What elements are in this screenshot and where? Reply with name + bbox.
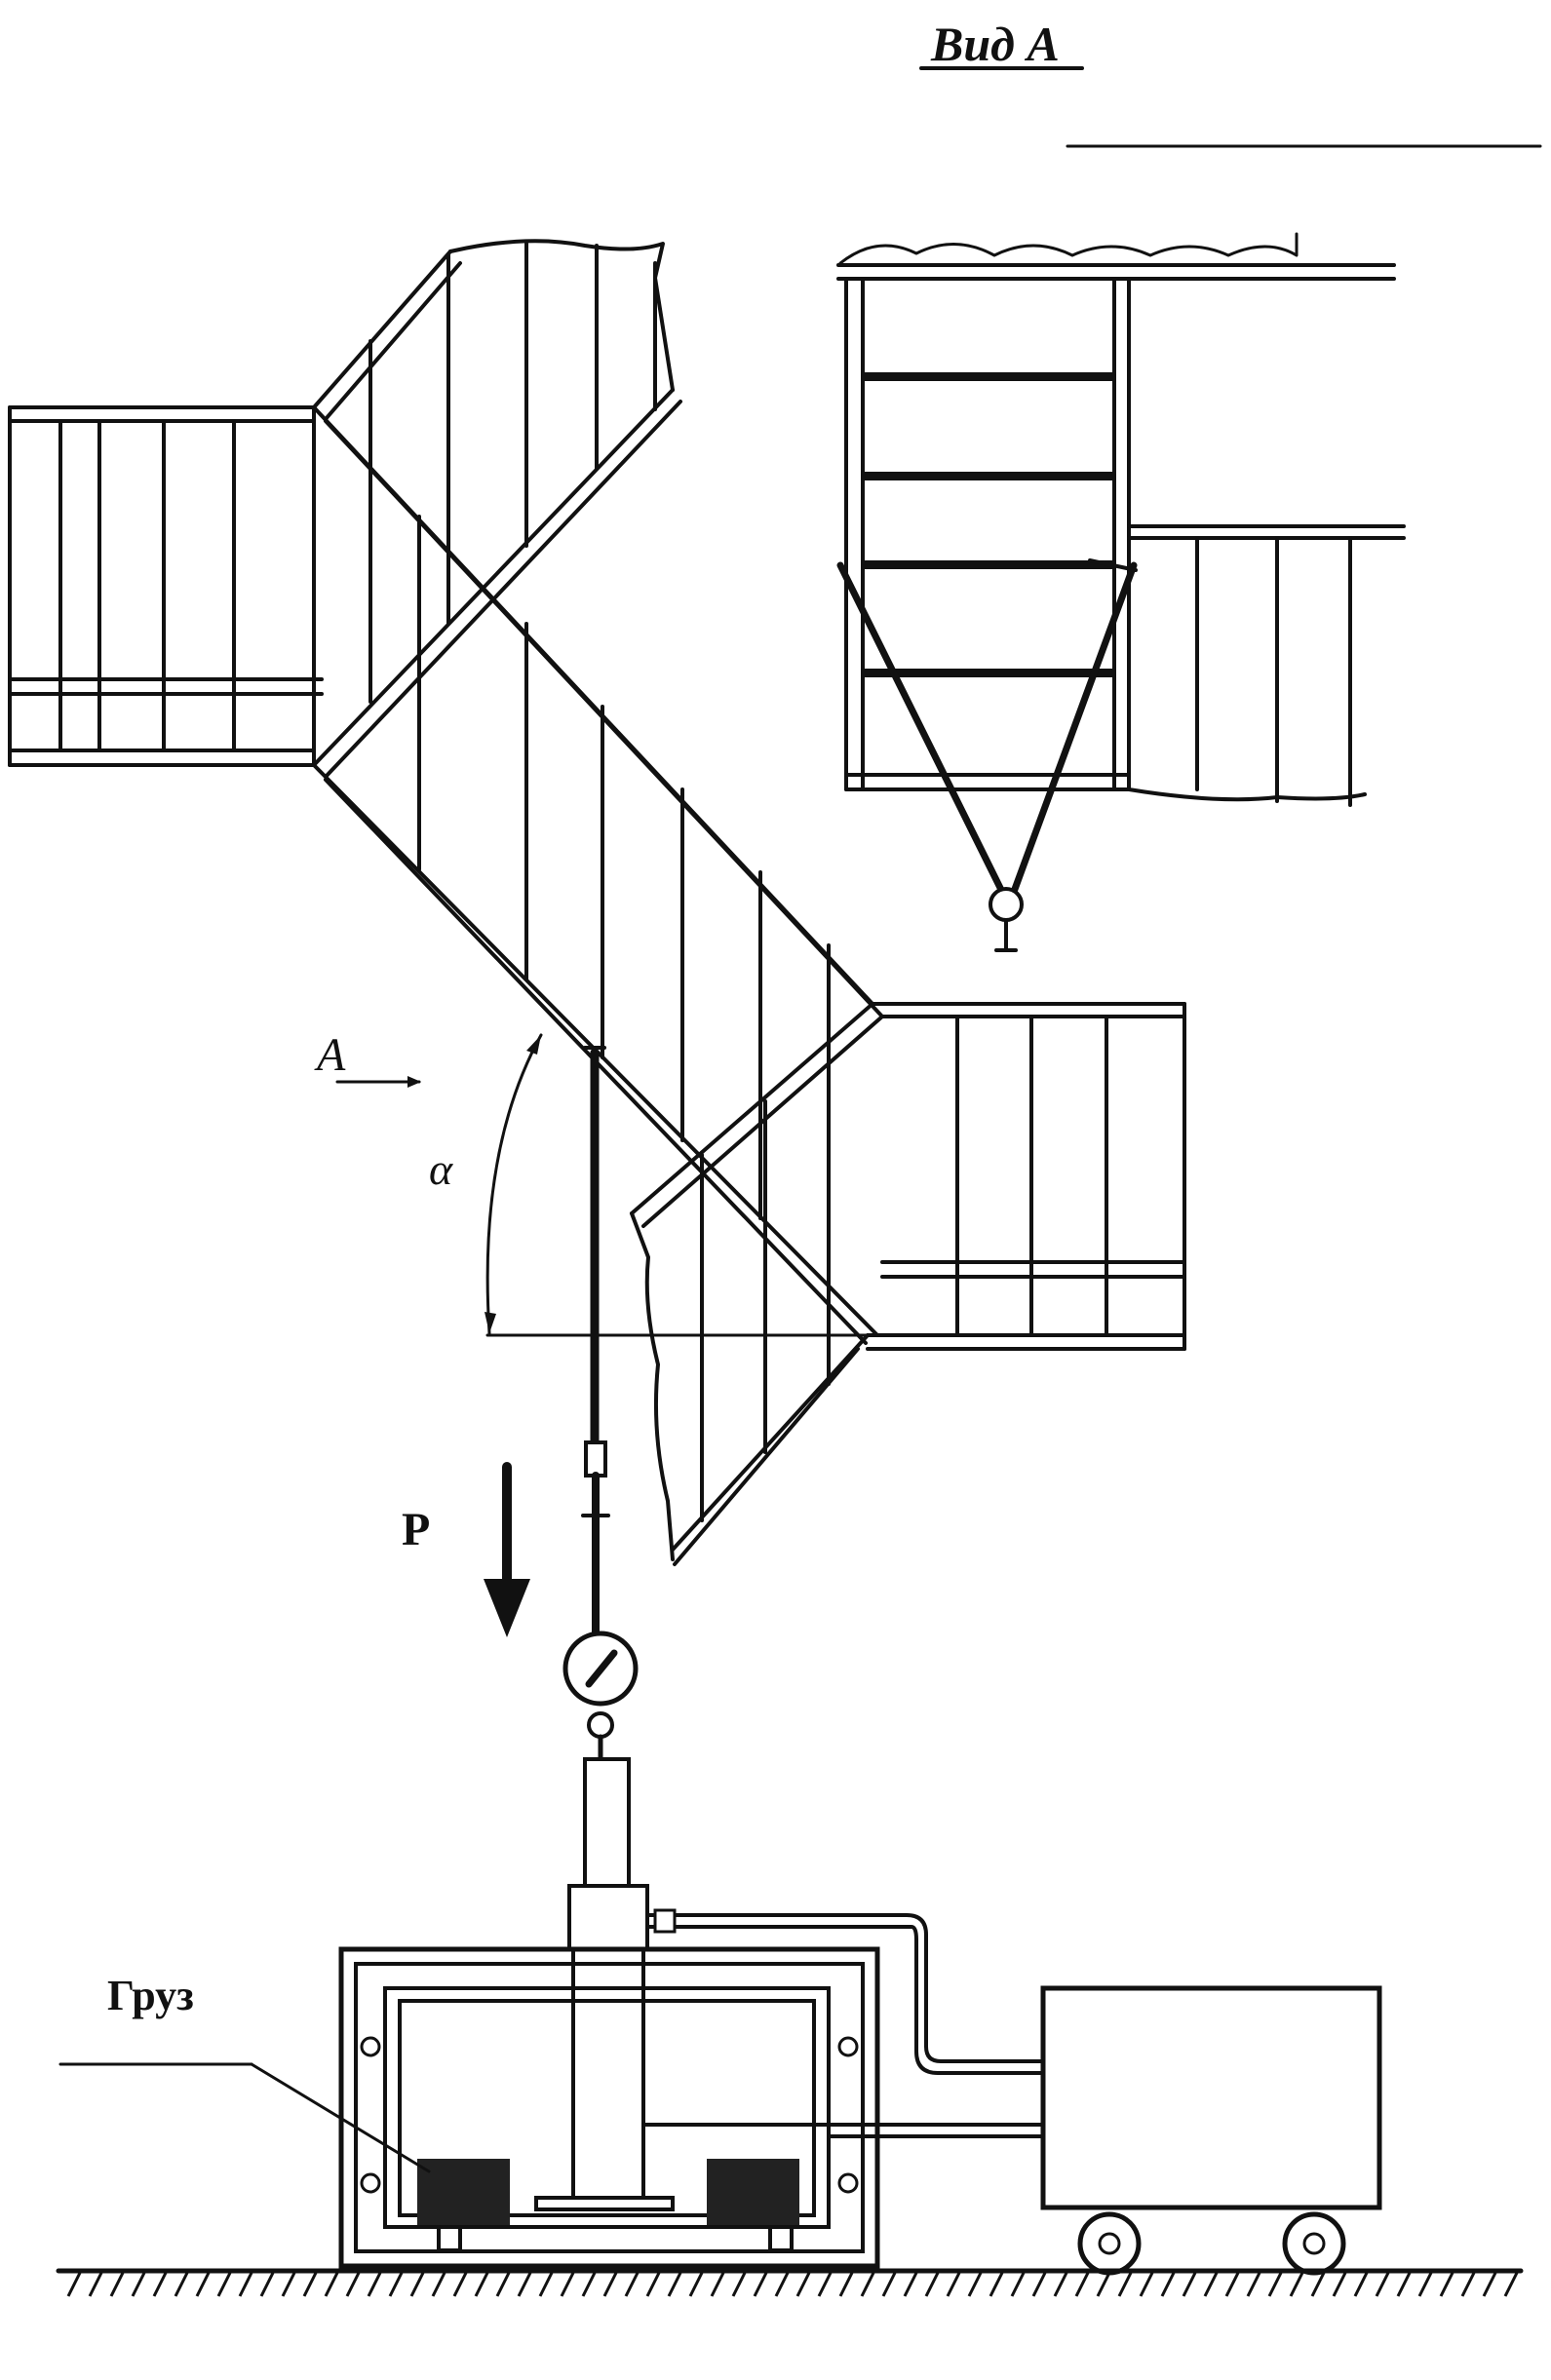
ground-hatch-line xyxy=(795,2272,811,2297)
ground-hatch-line xyxy=(152,2272,168,2297)
sling xyxy=(836,558,1138,952)
view-a-detail xyxy=(836,232,1406,952)
ground-hatch-line xyxy=(109,2272,125,2297)
angle-annotation: α xyxy=(429,1033,870,1337)
ground-hatch-line xyxy=(602,2272,618,2297)
force-label: P xyxy=(402,1504,430,1555)
down-arrow-icon xyxy=(484,1579,530,1637)
ground-hatch-line xyxy=(753,2272,768,2297)
ground-hatch-line xyxy=(860,2272,875,2297)
ground-hatch-line xyxy=(774,2272,790,2297)
ground-hatch-line xyxy=(66,2272,82,2297)
ground-hatch-line xyxy=(1203,2272,1219,2297)
ground-hatch-line xyxy=(388,2272,404,2297)
pump-unit xyxy=(1040,1985,1382,2210)
ground-hatch-line xyxy=(1396,2272,1412,2297)
ground-hatch-line xyxy=(838,2272,854,2297)
ground-hatch-line xyxy=(216,2272,232,2297)
view-a-marker: А xyxy=(314,1029,421,1088)
cable-coupling xyxy=(584,1440,607,1478)
ground-hatch-line xyxy=(710,2272,725,2297)
ground xyxy=(56,2268,1524,2297)
ground-hatch-line xyxy=(903,2272,918,2297)
load-weight-left xyxy=(417,2159,510,2225)
ground-hatch-line xyxy=(1417,2272,1433,2297)
ground-hatch-line xyxy=(88,2272,103,2297)
ground-hatch-line xyxy=(409,2272,425,2297)
ground-hatch-line xyxy=(195,2272,211,2297)
ground-hatch-line xyxy=(1375,2272,1390,2297)
ground-hatch-line xyxy=(967,2272,983,2297)
ground-hatch-line xyxy=(1160,2272,1176,2297)
ground-hatch-line xyxy=(1182,2272,1197,2297)
ground-hatch-line xyxy=(946,2272,961,2297)
staircase xyxy=(8,239,1186,1566)
ground-hatch-line xyxy=(624,2272,640,2297)
view-marker-label: А xyxy=(314,1029,346,1081)
ground-hatch-line xyxy=(431,2272,446,2297)
ground-hatch-line xyxy=(302,2272,318,2297)
ground-hatch-line xyxy=(1460,2272,1476,2297)
ground-hatch-line xyxy=(989,2272,1004,2297)
ground-hatch-line xyxy=(452,2272,468,2297)
ground-hatch-line xyxy=(174,2272,189,2297)
ground-hatch-line xyxy=(817,2272,833,2297)
test-cable-assembly xyxy=(562,1046,639,1762)
hydraulic-cylinder xyxy=(583,1757,631,1893)
upper-flight xyxy=(312,239,682,779)
ground-hatch-line xyxy=(538,2272,554,2297)
load-label: Груз xyxy=(107,1972,194,2019)
lower-flight xyxy=(630,1002,884,1566)
ground-hatch-line xyxy=(259,2272,275,2297)
ground-hatch-line xyxy=(474,2272,489,2297)
ground-hatch-line xyxy=(1289,2272,1304,2297)
view-a-title-group: Вид А xyxy=(919,17,1542,148)
ground-hatch-line xyxy=(281,2272,296,2297)
ground-hatch-line xyxy=(688,2272,704,2297)
sling-ring xyxy=(989,887,1024,922)
ground-hatch-line xyxy=(1139,2272,1154,2297)
ground-hatch-line xyxy=(324,2272,339,2297)
ground-hatch-line xyxy=(1096,2272,1111,2297)
ground-hatch-line xyxy=(495,2272,511,2297)
pump-station xyxy=(645,1908,1382,2276)
ground-hatch-line xyxy=(731,2272,747,2297)
loading-frame xyxy=(338,1757,880,2269)
ground-hatch-line xyxy=(1482,2272,1497,2297)
view-a-title: Вид А xyxy=(930,17,1060,71)
cylinder-base xyxy=(567,1884,649,1951)
ground-hatch-line xyxy=(1224,2272,1240,2297)
ground-hatch-line xyxy=(881,2272,897,2297)
ground-hatch-line xyxy=(1074,2272,1090,2297)
ground-hatch-line xyxy=(1117,2272,1133,2297)
ground-hatch-line xyxy=(1332,2272,1347,2297)
ground-hatch-line xyxy=(1267,2272,1283,2297)
ground-hatch-line xyxy=(1053,2272,1068,2297)
ground-hatch-line xyxy=(924,2272,940,2297)
ground-hatch-line xyxy=(131,2272,146,2297)
ground-hatch-line xyxy=(560,2272,575,2297)
ground-hatch-line xyxy=(1031,2272,1047,2297)
ground-hatch-line xyxy=(367,2272,382,2297)
ground-hatch-line xyxy=(238,2272,253,2297)
ground-hatch-line xyxy=(517,2272,532,2297)
ground-hatch-line xyxy=(1246,2272,1261,2297)
force-indicator: P xyxy=(402,1462,530,1637)
angle-symbol: α xyxy=(429,1144,453,1194)
upper-landing xyxy=(8,405,324,767)
load-callout: Груз xyxy=(58,1972,431,2173)
load-weight-right xyxy=(707,2159,799,2225)
ground-hatch-line xyxy=(645,2272,661,2297)
ground-hatch-line xyxy=(1310,2272,1326,2297)
ground-hatch-line xyxy=(1503,2272,1519,2297)
ground-hatch-line xyxy=(1010,2272,1026,2297)
ground-hatch-line xyxy=(667,2272,682,2297)
ground-hatch-line xyxy=(1439,2272,1454,2297)
ground-hatch-line xyxy=(581,2272,597,2297)
ground-hatch-line xyxy=(345,2272,361,2297)
ground-hatch-line xyxy=(1353,2272,1369,2297)
lower-landing xyxy=(866,1002,1186,1351)
